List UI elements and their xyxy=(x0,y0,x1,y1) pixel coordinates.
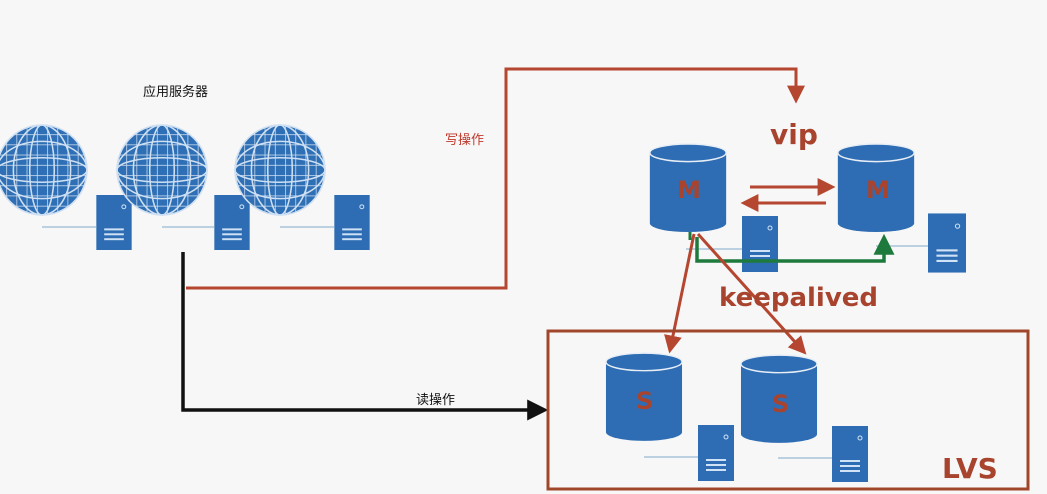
server-icon xyxy=(832,425,868,483)
keepalived-heartbeat-arrow xyxy=(695,233,895,263)
slave-db-1 xyxy=(605,352,734,482)
write-operation-label: 写操作 xyxy=(445,133,485,148)
server-icon xyxy=(742,215,778,273)
master-db-left-label: M xyxy=(677,176,701,204)
slave-db-1-label: S xyxy=(636,387,654,415)
server-icon xyxy=(928,212,966,274)
lvs-label: LVS xyxy=(942,452,998,485)
globe-icon xyxy=(234,124,326,216)
server-icon xyxy=(214,195,250,250)
server-icon xyxy=(334,195,370,250)
read-operation-label: 读操作 xyxy=(416,393,456,408)
replication-arrow-slave-1 xyxy=(664,233,696,354)
vip-label: vip xyxy=(770,118,818,151)
slave-db-2-label: S xyxy=(772,390,790,418)
server-icon xyxy=(698,424,734,482)
read-arrow xyxy=(181,252,549,421)
app-servers-label: 应用服务器 xyxy=(143,85,209,100)
master-db-right-label: M xyxy=(866,176,890,204)
keepalived-label: keepalived xyxy=(719,283,879,313)
globe-icon xyxy=(0,124,88,216)
app-server-group xyxy=(0,124,370,250)
lvs-box xyxy=(546,329,1030,491)
master-db-right xyxy=(837,143,966,274)
write-arrow xyxy=(186,67,805,290)
server-icon xyxy=(96,195,132,250)
slave-db-2 xyxy=(740,354,868,483)
globe-icon xyxy=(116,124,208,216)
